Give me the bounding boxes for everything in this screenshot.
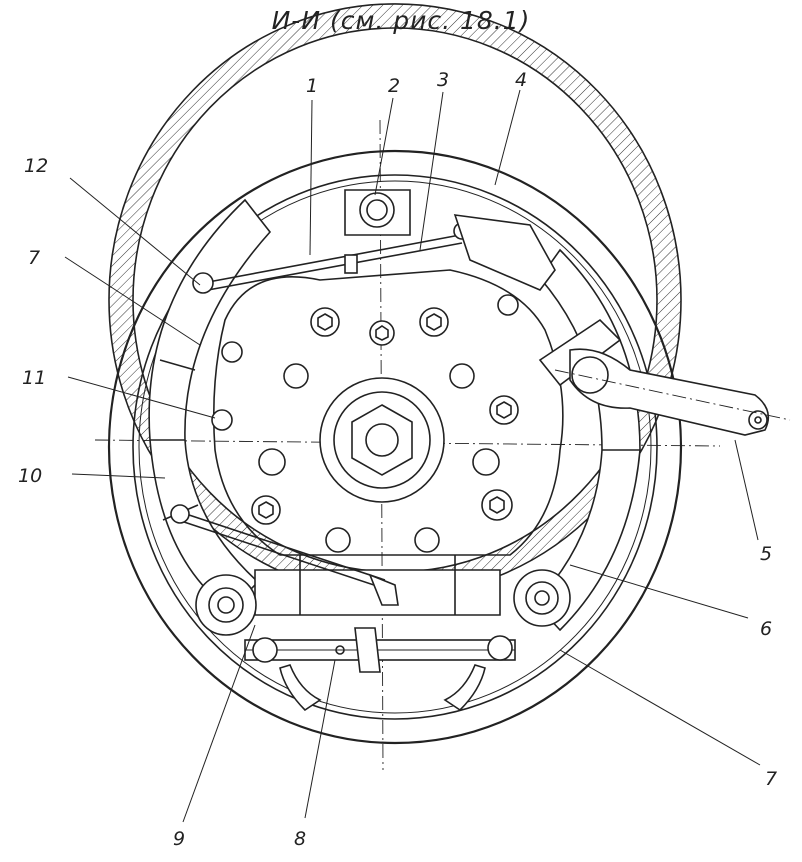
hub-nut (351, 404, 413, 476)
callout-5: 5 (760, 543, 772, 565)
hub-bolt (221, 341, 243, 363)
hub-bolt (419, 307, 449, 337)
callouts: 1 2 3 4 5 6 7 7 8 9 10 11 12 (18, 69, 777, 850)
cam-lever (554, 348, 791, 436)
callout-7-left: 7 (28, 247, 40, 269)
hub-bolt (325, 527, 351, 553)
hub-bolt (472, 448, 500, 476)
hub-bolt (414, 527, 440, 553)
top-return-spring (192, 222, 471, 294)
hub-bolt (369, 320, 395, 346)
callout-4: 4 (515, 69, 527, 91)
hub-bolt (449, 363, 475, 389)
spring-pin (192, 272, 214, 294)
wheel-hub (319, 377, 445, 503)
callout-7-right: 7 (765, 768, 777, 790)
callout-1: 1 (306, 75, 318, 97)
hub-bolt (481, 489, 513, 521)
shoe-clips (279, 664, 486, 712)
hub-bolt (251, 495, 281, 525)
callout-2: 2 (388, 75, 400, 97)
hub-bolt (283, 363, 309, 389)
callout-11: 11 (22, 367, 46, 389)
callout-12: 12 (24, 155, 48, 177)
hub-bolt (258, 448, 286, 476)
brake-drum (107, 3, 683, 745)
anchor-pin-right (513, 569, 571, 627)
hub-bolt (310, 307, 340, 337)
hub-bolt (211, 409, 233, 431)
bottom-left-spring (170, 504, 399, 606)
callout-6: 6 (760, 618, 772, 640)
callout-9: 9 (173, 828, 185, 850)
callout-8: 8 (294, 828, 306, 850)
leader-lines (64, 89, 761, 823)
callout-10: 10 (18, 465, 42, 487)
hub-bolts (211, 307, 519, 553)
bottom-adjusting-link (244, 627, 516, 673)
anchor-pin-left (195, 574, 257, 636)
top-fitting (344, 189, 411, 236)
callout-3: 3 (437, 69, 449, 91)
hub-bolt (489, 395, 519, 425)
